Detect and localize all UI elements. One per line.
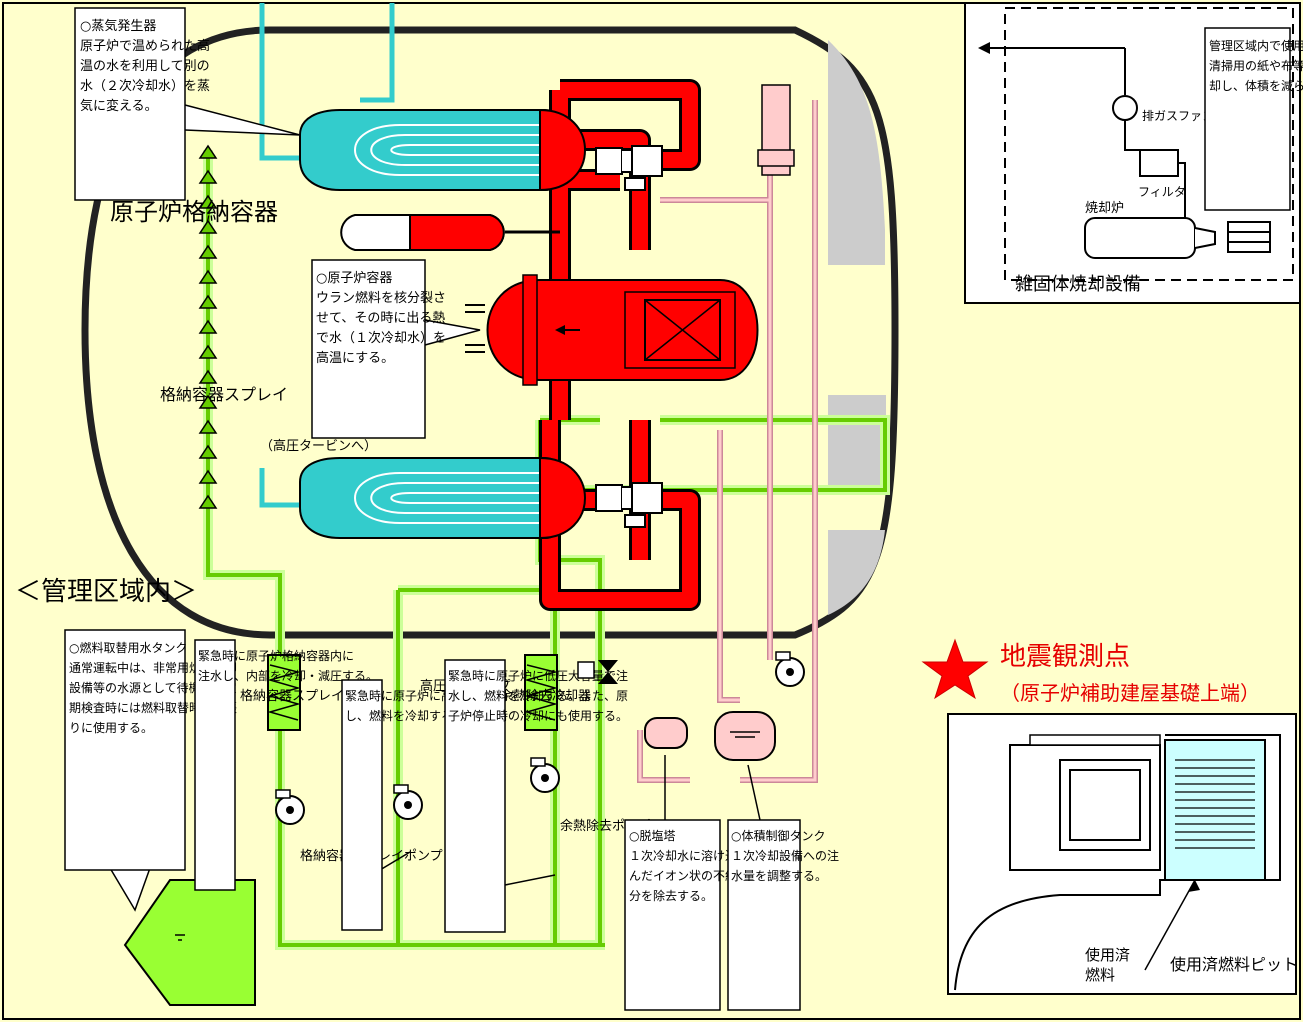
rhr-note-line-2: 水し、燃料を冷却する。また、原	[448, 688, 628, 703]
reactor-vessel-callout: ○原子炉容器 ウラン燃料を核分裂さ せて、その時に出る熱 で水（１次冷却水）を …	[311, 259, 481, 439]
rhr-cooler	[524, 654, 558, 731]
incinerator-line-1: 管理区域内で使用した	[1209, 38, 1303, 53]
demin-line-1: ○脱塩塔	[629, 828, 675, 843]
furnace-label: 焼却炉	[1085, 201, 1124, 216]
steam-generator-lower	[299, 456, 586, 540]
spray-nozzle	[198, 319, 218, 334]
spray-nozzle	[198, 194, 218, 209]
demineralizer	[644, 717, 688, 749]
demineralizer-callout: ○脱塩塔 １次冷却水に溶け込 んだイオン状の不純 分を除去する。	[624, 755, 741, 1011]
spray-pump	[275, 789, 305, 825]
spent-fuel-panel: 使用済燃料ピット 使用済 燃料	[947, 713, 1298, 995]
svg-text:○脱塩塔 １次冷却水に溶け込 んだイ: ○脱塩塔 １次冷却水に溶け込 んだイオン状の不純 分を除去する。	[629, 828, 741, 903]
rv-line-3: せて、その時に出る熱	[316, 311, 445, 326]
incinerator-title: 雑固体焼却設備	[1015, 274, 1141, 295]
sg-line-5: 気に変える。	[80, 98, 158, 114]
steam-generator-callout: ○蒸気発生器 原子炉で温められた高 温の水を利用して別の 水（２次冷却水）を蒸 …	[74, 7, 301, 201]
secondary-coolant-lines	[259, 3, 395, 508]
hp-note-line-2: し、燃料を冷却する。	[345, 708, 465, 723]
rhr-cooler-label: 余熱除去冷却器	[500, 688, 591, 704]
pit-label: 使用済燃料ピット	[1170, 955, 1298, 974]
rwst-line-1: ○燃料取替用水タンク	[69, 640, 187, 655]
cvcs-lines-inner	[638, 85, 817, 782]
sg-line-2: 原子炉で温められた高	[80, 38, 210, 54]
incinerator-line-2: 清掃用の紙や布等を焼	[1209, 58, 1303, 73]
containment-title: 原子炉格納容器	[110, 198, 278, 226]
spray-nozzle	[198, 369, 218, 384]
incinerator-line-3: 却し、体積を減らす。	[1209, 78, 1303, 93]
demin-line-3: んだイオン状の不純	[629, 869, 737, 883]
spray-nozzle	[198, 244, 218, 259]
area-title: ＜管理区域内＞	[15, 577, 197, 607]
sg-line-1: ○蒸気発生器	[80, 18, 156, 34]
pressurizer	[340, 214, 560, 251]
sg-line-3: 温の水を利用して別の	[80, 59, 210, 74]
steam-generator-upper	[299, 108, 586, 192]
vct-line-2: １次冷却設備への注	[731, 848, 839, 863]
spray-cooler	[267, 654, 301, 731]
incinerator-panel: 雑固体焼却設備 焼却炉 フィルタ 排ガスファン 管理区域内で使用した 清掃用の紙…	[964, 2, 1303, 304]
cvcs-valve	[577, 660, 618, 684]
volume-control-tank	[714, 711, 776, 761]
vct-callout: ○体積制御タンク １次冷却設備への注 水量を調整する。	[727, 764, 843, 1011]
spray-nozzle	[198, 169, 218, 184]
svg-text:緊急時に原子炉に低圧大容量で注 水し、燃料を冷却: 緊急時に原子炉に低圧大容量で注 水し、燃料を冷却する。また、原 子炉停止時の冷却…	[448, 668, 632, 723]
filter-label: フィルタ	[1138, 185, 1186, 199]
spray-nozzle	[198, 144, 218, 159]
reactor-vessel	[465, 274, 759, 386]
fan-label: 排ガスファン	[1142, 109, 1214, 123]
svg-text:管理区域内で使用した 清掃用の紙や布等を焼: 管理区域内で使用した 清掃用の紙や布等を焼 却し、体積を減らす。	[1209, 38, 1303, 93]
demin-line-4: 分を除去する。	[629, 888, 713, 903]
fuel-label-1: 使用済	[1085, 946, 1130, 964]
spray-nozzle	[198, 294, 218, 309]
rhr-note: 緊急時に原子炉に低圧大容量で注 水し、燃料を冷却する。また、原 子炉停止時の冷却…	[444, 659, 632, 933]
spray-nozzle	[198, 469, 218, 484]
rv-line-1: ○原子炉容器	[316, 270, 392, 286]
rv-line-4: で水（１次冷却水）を	[316, 330, 446, 346]
spray-nozzle	[198, 494, 218, 509]
rwst-tank	[123, 879, 256, 1006]
svg-text:○体積制御タンク １次冷却設備への注: ○体積制御タンク １次冷却設備への注 水量を調整する。	[731, 828, 843, 883]
spray-nozzle	[198, 269, 218, 284]
spray-label: 格納容器スプレイ	[160, 385, 288, 404]
spray-nozzle	[198, 419, 218, 434]
sg-line-4: 水（２次冷却水）を蒸	[80, 78, 210, 94]
spray-note-line-2: 注水し、内部を冷却・減圧する。	[198, 668, 378, 683]
svg-text:○蒸気発生器 原子炉で温められた高: ○蒸気発生器 原子炉で温められた高 温の水を利用して別の 水（２次冷却水）を蒸 …	[80, 18, 214, 114]
letdown-pump	[775, 651, 805, 687]
seismic-point: 地震観測点 （原子炉補助建屋基礎上端）	[921, 638, 1260, 705]
vct-line-3: 水量を調整する。	[731, 868, 827, 883]
fuel-label-2: 燃料	[1085, 966, 1115, 984]
demin-line-2: １次冷却水に溶け込	[629, 848, 737, 863]
spray-note-line-1: 緊急時に原子炉格納容器内に	[198, 648, 354, 663]
svg-text:○原子炉容器 ウラン燃料を核分裂さ: ○原子炉容器 ウラン燃料を核分裂さ せて、その時に出る熱 で水（１次冷却水）を …	[316, 270, 450, 366]
reactor-coolant-pump-upper	[595, 145, 663, 191]
spray-nozzle	[198, 394, 218, 409]
rhr-pump	[530, 757, 560, 793]
rhr-note-line-3: 子炉停止時の冷却にも使用する。	[448, 708, 628, 723]
rwst-line-5: りに使用する。	[69, 720, 153, 735]
reactor-coolant-pump-lower	[595, 482, 663, 528]
spray-nozzle	[198, 219, 218, 234]
rv-line-2: ウラン燃料を核分裂さ	[316, 290, 446, 306]
seismic-subtitle: （原子炉補助建屋基礎上端）	[1000, 681, 1260, 705]
vct-line-1: ○体積制御タンク	[731, 828, 825, 843]
rwst-callout: ○燃料取替用水タンク 通常運転中は、非常用炉心冷却 設備等の水源として待機し、定…	[64, 629, 237, 912]
rv-line-5: 高温にする。	[316, 350, 394, 366]
svg-text:緊急時に原子炉格納容器内に 注水し、内部を冷却・: 緊急時に原子炉格納容器内に 注水し、内部を冷却・減圧する。	[198, 648, 378, 683]
hp-turbine-label: （高圧タービンへ）	[260, 438, 377, 454]
spray-nozzle	[198, 344, 218, 359]
regenerative-heat-exchanger	[757, 84, 795, 176]
seismic-title: 地震観測点	[1000, 642, 1130, 672]
spray-nozzle	[198, 444, 218, 459]
spray-note: 緊急時に原子炉格納容器内に 注水し、内部を冷却・減圧する。	[194, 639, 378, 891]
spray-nozzles	[198, 144, 218, 509]
hp-injection-pump	[393, 784, 423, 820]
